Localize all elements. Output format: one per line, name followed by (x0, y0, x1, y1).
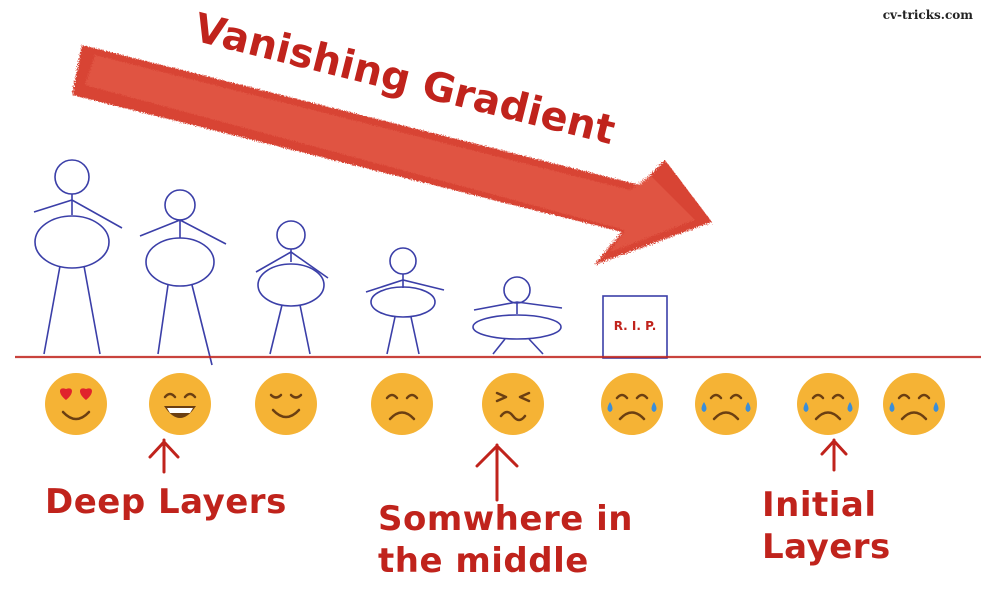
gradient-arrow (72, 45, 712, 265)
label-initial-line1: Initial (762, 485, 877, 525)
watermark: cv-tricks.com (882, 8, 973, 22)
face-grimace-icon (482, 373, 544, 435)
label-deep-layers: Deep Layers (45, 482, 287, 522)
face-content-icon (255, 373, 317, 435)
emoji-row (45, 373, 945, 435)
pointer-arrow-initial (820, 438, 848, 472)
label-middle: Somwhere in the middle (378, 498, 633, 582)
label-initial-layers: Initial Layers (762, 484, 891, 568)
label-initial-line2: Layers (762, 527, 891, 567)
stick-figure-1 (33, 159, 123, 355)
face-crying-icon (695, 373, 757, 435)
tombstone-text: R. I. P. (614, 319, 657, 333)
face-crying-icon (601, 373, 663, 435)
face-love-icon (45, 373, 107, 435)
face-grin-icon (149, 373, 211, 435)
face-crying-icon (797, 373, 859, 435)
pointer-arrow-middle (475, 443, 519, 502)
stick-figure-3 (255, 220, 329, 355)
stick-figure-2 (139, 189, 227, 366)
stick-figure-5 (472, 276, 563, 355)
label-middle-line2: the middle (378, 541, 589, 581)
pointer-arrow-deep (148, 438, 180, 474)
stick-figure-4 (365, 247, 445, 355)
label-middle-line1: Somwhere in (378, 499, 633, 539)
face-sad-icon (371, 373, 433, 435)
face-crying-icon (883, 373, 945, 435)
